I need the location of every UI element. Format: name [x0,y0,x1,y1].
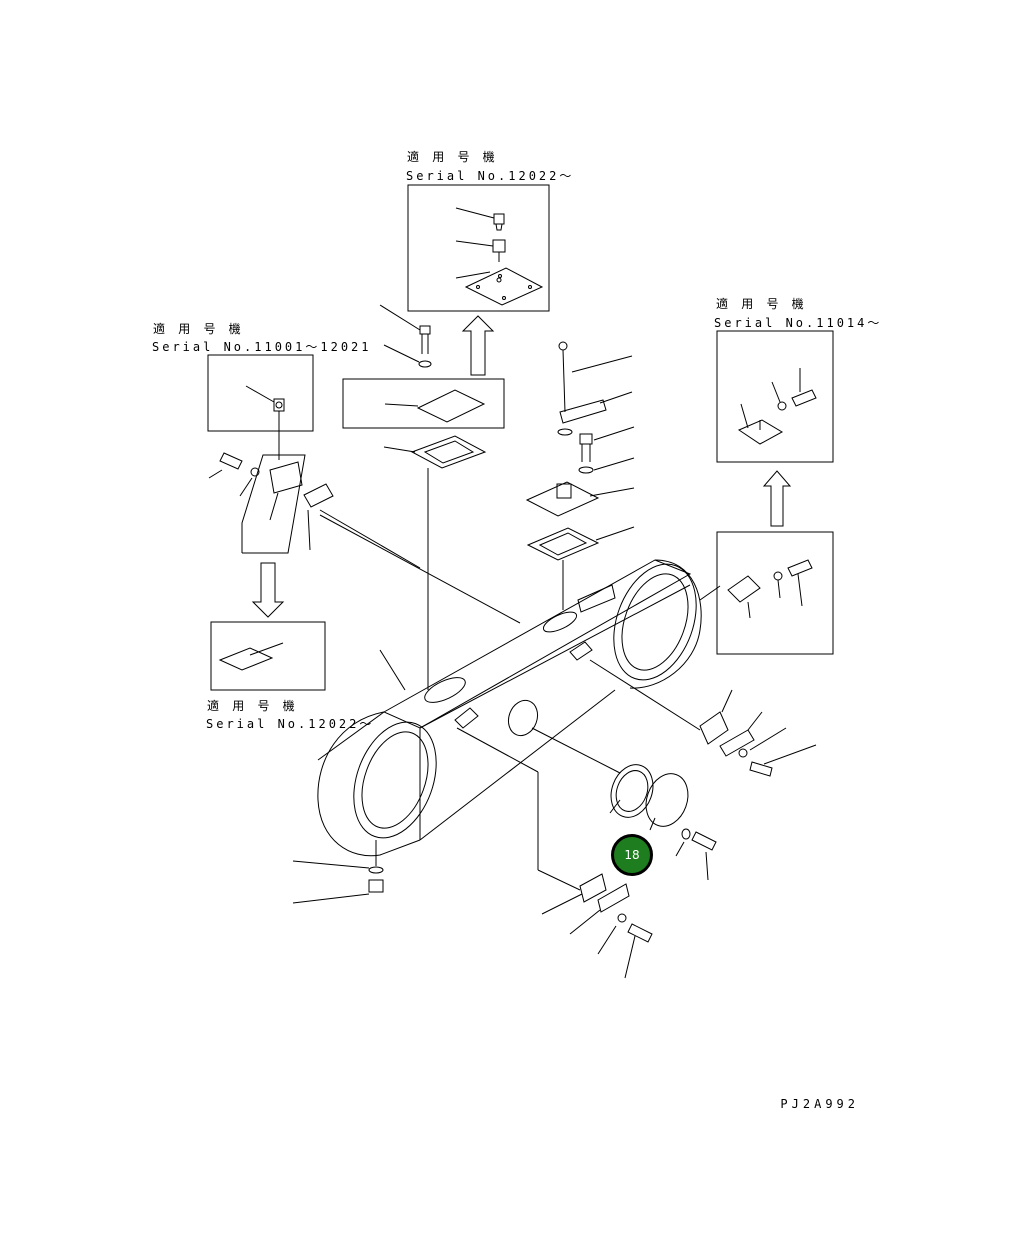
inset-left-lower [210,621,326,691]
case-body [317,514,721,857]
arrow-up-right [762,470,792,527]
serial-label-top: Serial No.12022～ [406,169,575,183]
callout-number: 18 [624,848,640,862]
inset-top [407,184,550,312]
gasket-top [383,435,487,690]
inset-right-lower [716,531,834,655]
arrow-down-left [251,562,285,618]
inset-right [716,330,834,463]
cover-plate-box [342,304,505,429]
arrow-up-top [461,315,495,376]
inset-left [207,354,314,460]
right-center-stack [525,341,635,610]
callout-badge-18[interactable]: 18 [611,834,653,876]
serial-label-bottom: Serial No.12022～ [206,717,375,731]
bottom-parts [292,727,653,979]
drawing-code: PJ2A992 [780,1097,859,1111]
left-parts [208,452,421,569]
side-cover-parts [531,659,817,881]
serial-label-right: Serial No.11014～ [714,316,883,330]
serial-label-left: Serial No.11001～12021 [152,340,372,354]
applicable-label-right: 適 用 号 機 [716,297,807,311]
applicable-label-top: 適 用 号 機 [407,150,498,164]
applicable-label-bottom: 適 用 号 機 [207,699,298,713]
applicable-label-left: 適 用 号 機 [153,322,244,336]
